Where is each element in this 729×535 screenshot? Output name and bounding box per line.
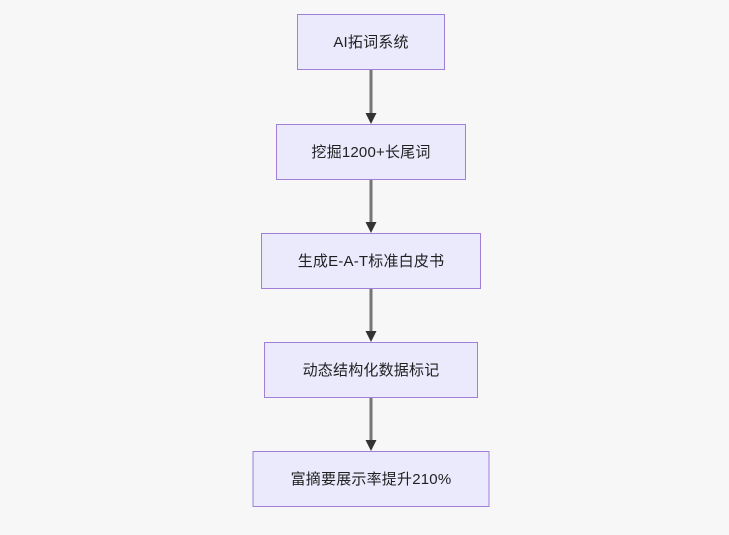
flow-node-ai-keyword-system[interactable]: AI拓词系统 [297,14,445,70]
flow-node-label: 生成E-A-T标准白皮书 [297,252,445,270]
flow-node-label: 挖掘1200+长尾词 [311,143,431,161]
flow-node-structured-data-markup[interactable]: 动态结构化数据标记 [264,342,478,398]
flow-node-rich-snippet-result[interactable]: 富摘要展示率提升210% [252,451,490,507]
flow-node-label: AI拓词系统 [333,33,409,51]
flow-node-label: 动态结构化数据标记 [302,361,440,379]
edge-n4-n5 [365,398,377,451]
flow-node-longtail-mining[interactable]: 挖掘1200+长尾词 [276,124,466,180]
edge-n1-n2 [365,70,377,124]
flow-node-eat-whitepaper[interactable]: 生成E-A-T标准白皮书 [261,233,481,289]
flow-node-label: 富摘要展示率提升210% [290,470,452,488]
edge-n2-n3 [365,180,377,233]
edge-n3-n4 [365,289,377,342]
